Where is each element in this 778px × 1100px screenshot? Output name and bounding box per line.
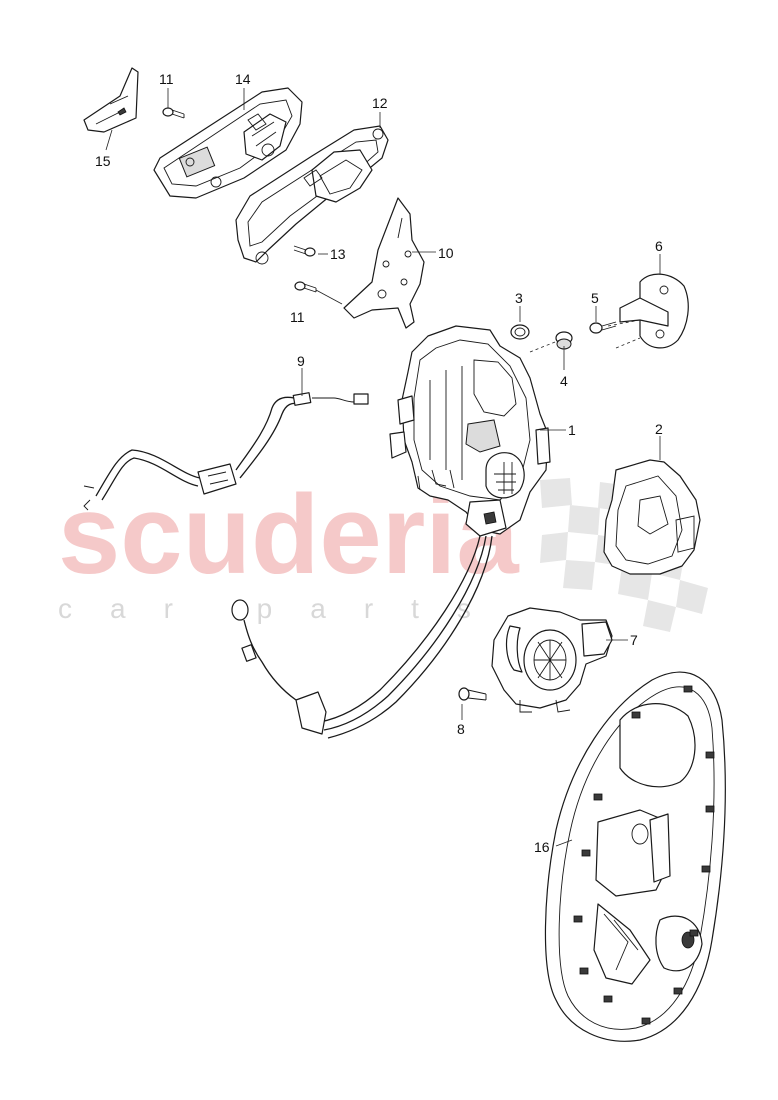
screw-13	[293, 245, 316, 257]
callout-11-bottom: 11	[290, 309, 305, 325]
callout-15: 15	[95, 153, 111, 169]
callout-3: 3	[515, 290, 523, 306]
part-15-trim-cap	[83, 67, 139, 133]
callout-labels: 1 2 3 4 5 6 7 8 9 10 11 11 12 13 14 15 1…	[95, 71, 663, 855]
part-5-screw	[589, 321, 617, 334]
callout-16: 16	[534, 839, 550, 855]
watermark-tagline: car parts	[58, 593, 509, 624]
callout-7: 7	[630, 632, 638, 648]
callout-4: 4	[560, 373, 568, 389]
part-14-handle-carrier	[153, 87, 303, 199]
part-2-lock-cover	[603, 459, 701, 575]
callout-5: 5	[591, 290, 599, 306]
part-1-cable-harness	[231, 535, 493, 739]
alignment-line	[607, 319, 641, 349]
screw-11-bottom	[294, 281, 317, 293]
callout-13: 13	[330, 246, 346, 262]
part-10-bracket	[343, 197, 425, 329]
part-4-nut	[555, 331, 573, 350]
callout-10: 10	[438, 245, 454, 261]
panel-clip-set	[573, 685, 715, 1025]
alignment-line	[529, 339, 561, 353]
callout-11-top: 11	[159, 71, 174, 87]
callout-leaders	[105, 88, 661, 847]
part-12-handle-frame	[235, 125, 389, 265]
callout-8: 8	[457, 721, 465, 737]
screw-11-top	[162, 107, 185, 119]
callout-9: 9	[297, 353, 305, 369]
callout-2: 2	[655, 421, 663, 437]
part-16-inner-door-panel	[544, 671, 726, 1042]
callout-14: 14	[235, 71, 251, 87]
part-8-screw	[458, 687, 487, 701]
part-1-door-lock-unit	[389, 325, 551, 537]
part-9-release-cable	[83, 392, 369, 511]
callout-6: 6	[655, 238, 663, 254]
part-3-grommet	[510, 324, 530, 340]
callout-1: 1	[568, 422, 576, 438]
part-6-striker	[619, 273, 689, 349]
callout-12: 12	[372, 95, 388, 111]
part-7-actuator-motor	[491, 607, 613, 713]
